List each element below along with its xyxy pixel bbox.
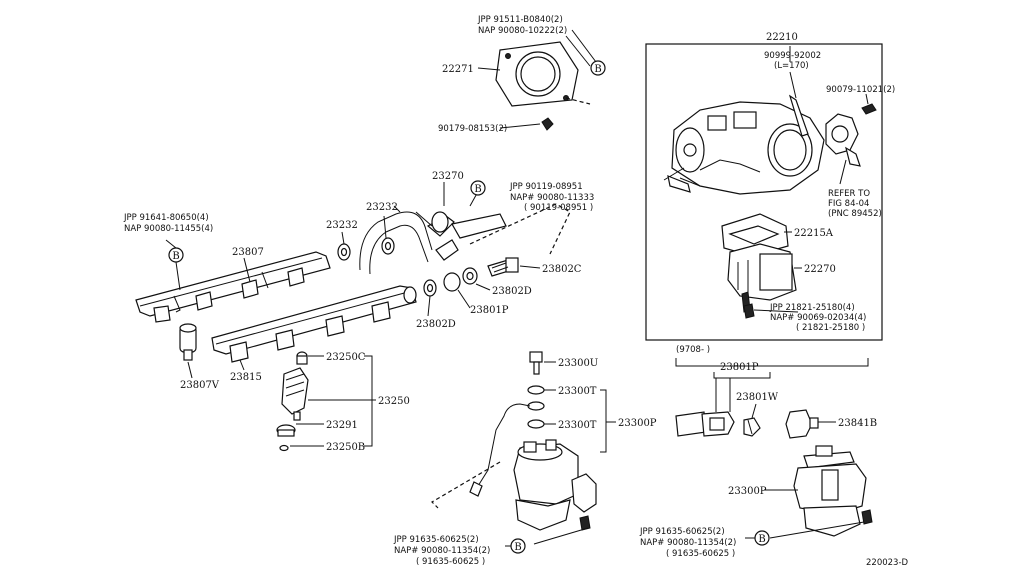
label-23815: 23815 <box>230 372 262 383</box>
vsv-23807v <box>179 323 197 361</box>
connector-23841b <box>785 409 819 439</box>
label-23250: 23250 <box>378 396 410 407</box>
svg-text:B: B <box>594 64 601 75</box>
svg-text:B: B <box>758 534 765 545</box>
fuel-pump-23300p <box>469 351 597 531</box>
label-22271: 22271 <box>442 64 474 75</box>
label-nap-22270: NAP# 90069-02034(4) <box>770 313 866 323</box>
label-nap-23270-sub: ( 90119-08951 ) <box>524 203 593 213</box>
label-23802d-b: 23802D <box>416 319 456 330</box>
label-nap-23270: NAP# 90080-11333 <box>510 193 594 203</box>
label-23801p-r: 23801P <box>720 362 759 373</box>
label-23801p: 23801P <box>470 305 509 316</box>
label-nap-left: NAP 90080-11455(4) <box>124 224 213 234</box>
label-23270: 23270 <box>432 171 464 182</box>
label-jpp-pump-r: JPP 91635-60625(2) <box>639 527 725 537</box>
label-nap-pump-sub: ( 91635-60625 ) <box>416 557 485 567</box>
label-23807: 23807 <box>232 247 264 258</box>
label-23250c: 23250C <box>326 352 366 363</box>
ref-circle-b-2: B <box>470 180 486 196</box>
label-23841b: 23841B <box>838 418 877 429</box>
ref-circle-b-1: B <box>590 60 606 76</box>
label-22215a: 22215A <box>794 228 834 239</box>
label-90179: 90179-08153(2) <box>438 124 507 134</box>
throttle-body-frame <box>645 43 883 341</box>
throttle-body-22210 <box>663 94 877 195</box>
label-22270: 22270 <box>804 264 836 275</box>
label-refer-1: REFER TO <box>828 189 870 199</box>
label-23802c: 23802C <box>542 264 582 275</box>
label-23807v: 23807V <box>180 380 220 391</box>
label-23300p-r: 23300P <box>728 486 767 497</box>
label-nap-pump-r-sub: ( 91635-60625 ) <box>666 549 735 559</box>
label-90999: 90999-92002 <box>764 51 821 61</box>
throttle-sensor-22270 <box>721 213 797 319</box>
label-23232-b: 23232 <box>366 202 398 213</box>
label-jpp-left: JPP 91641-80650(4) <box>123 213 209 223</box>
gasket-22271 <box>495 41 591 131</box>
label-23300u: 23300U <box>558 358 598 369</box>
label-nap-22271: NAP 90080-10222(2) <box>478 26 567 36</box>
label-23250b: 23250B <box>326 442 365 453</box>
injector-23250 <box>276 351 309 452</box>
label-90999-sub: (L=170) <box>774 61 809 71</box>
svg-text:B: B <box>474 184 481 195</box>
label-23300t-b: 23300T <box>558 420 597 431</box>
svg-text:B: B <box>514 542 521 553</box>
fuel-rail-23815 <box>211 285 417 363</box>
label-nap-pump: NAP# 90080-11354(2) <box>394 546 490 556</box>
gaskets-23232 <box>337 237 395 261</box>
connector-23801p-r <box>675 411 735 437</box>
label-date-code: (9708- ) <box>676 345 710 355</box>
label-23300t-a: 23300T <box>558 386 597 397</box>
label-refer-3: (PNC 89452) <box>828 209 882 219</box>
fuel-rail-23807 <box>135 251 331 323</box>
label-refer-2: FIG 84-04 <box>828 199 869 209</box>
gaskets-23802d <box>423 267 478 297</box>
figure-code: 220023-D <box>866 558 909 568</box>
label-23801w: 23801W <box>736 392 779 403</box>
label-jpp-pump: JPP 91635-60625(2) <box>393 535 479 545</box>
svg-text:B: B <box>172 251 179 262</box>
label-23300p: 23300P <box>618 418 657 429</box>
ref-circle-b-5: B <box>754 530 770 546</box>
label-22210: 22210 <box>766 32 798 43</box>
union-bolt-23802c <box>487 257 519 277</box>
label-jpp-22271: JPP 91511-B0840(2) <box>477 15 563 25</box>
fuel-pipe-23270 <box>359 211 507 275</box>
label-23232-a: 23232 <box>326 220 358 231</box>
ref-circle-b-4: B <box>510 538 526 554</box>
label-23802d-a: 23802D <box>492 286 532 297</box>
label-nap-pump-r: NAP# 90080-11354(2) <box>640 538 736 548</box>
label-jpp-23270: JPP 90119-08951 <box>509 182 583 192</box>
label-nap-22270-sub: ( 21821-25180 ) <box>796 323 865 333</box>
label-90079: 90079-11021(2) <box>826 85 895 95</box>
ref-circle-b-3: B <box>168 247 184 263</box>
label-23291: 23291 <box>326 420 358 431</box>
retainer-23801w <box>743 417 761 437</box>
label-jpp-22270: JPP 21821-25180(4) <box>769 303 855 313</box>
